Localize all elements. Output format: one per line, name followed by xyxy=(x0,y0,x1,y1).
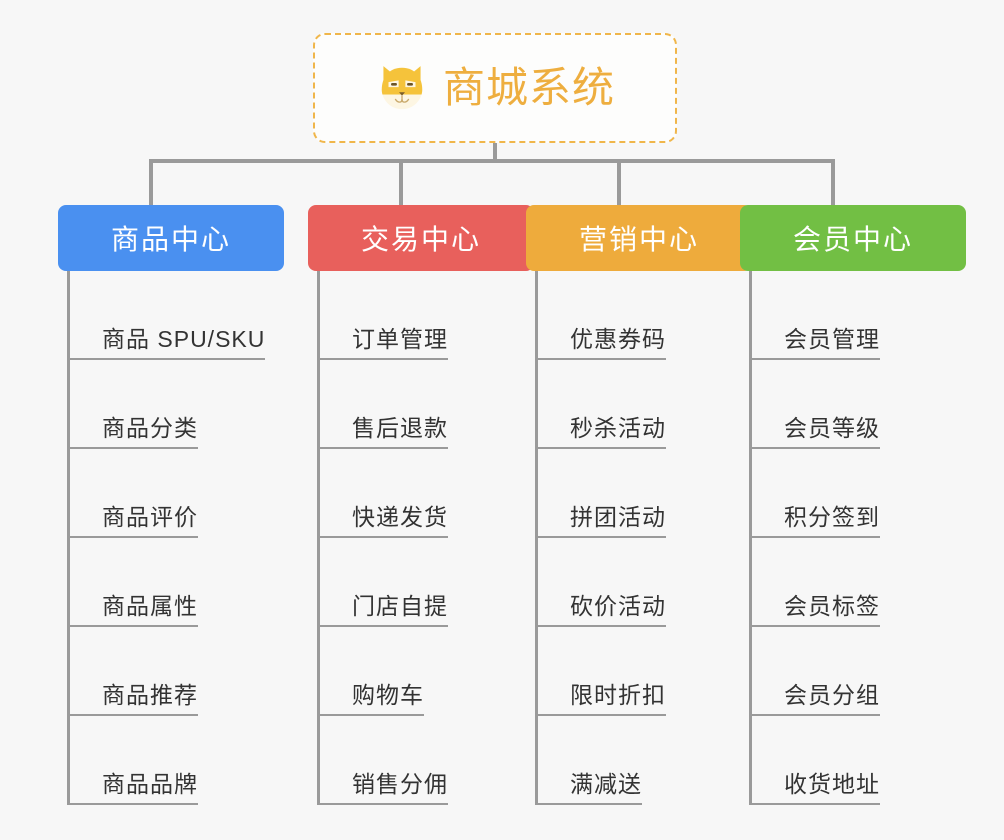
category-label: 会员中心 xyxy=(792,224,913,255)
connector-drop-3 xyxy=(617,159,621,207)
category-box-member-center[interactable]: 会员中心 xyxy=(740,205,966,271)
connector-drop-2 xyxy=(399,159,403,207)
leaf-item-label: 优惠券码 xyxy=(570,326,666,352)
leaf-item[interactable]: 商品推荐 xyxy=(67,627,284,716)
leaf-item[interactable]: 销售分佣 xyxy=(317,716,534,805)
leaf-item-underline xyxy=(749,536,880,538)
leaf-item[interactable]: 会员等级 xyxy=(749,360,966,449)
root-node[interactable]: 商城系统 xyxy=(313,33,677,143)
leaf-item-underline xyxy=(67,803,198,805)
leaf-item-underline xyxy=(67,358,265,360)
branch-column-2: 交易中心订单管理售后退款快递发货门店自提购物车销售分佣 xyxy=(308,205,534,805)
leaf-item-underline xyxy=(317,625,448,627)
category-box-product-center[interactable]: 商品中心 xyxy=(58,205,284,271)
leaf-item[interactable]: 会员标签 xyxy=(749,538,966,627)
leaf-item-label: 会员分组 xyxy=(784,682,880,708)
leaf-item-underline xyxy=(67,536,198,538)
leaf-item-underline xyxy=(67,447,198,449)
leaf-item-underline xyxy=(749,358,880,360)
leaf-item-underline xyxy=(535,358,666,360)
leaf-list-member-center: 会员管理会员等级积分签到会员标签会员分组收货地址 xyxy=(749,271,966,805)
leaf-item-label: 售后退款 xyxy=(352,415,448,441)
leaf-item[interactable]: 砍价活动 xyxy=(535,538,752,627)
branch-column-3: 营销中心优惠券码秒杀活动拼团活动砍价活动限时折扣满减送 xyxy=(526,205,752,805)
category-box-trade-center[interactable]: 交易中心 xyxy=(308,205,534,271)
branch-column-4: 会员中心会员管理会员等级积分签到会员标签会员分组收货地址 xyxy=(740,205,966,805)
leaf-item[interactable]: 拼团活动 xyxy=(535,449,752,538)
connector-drop-1 xyxy=(149,159,153,207)
leaf-item-label: 销售分佣 xyxy=(352,771,448,797)
leaf-item[interactable]: 会员分组 xyxy=(749,627,966,716)
leaf-item-label: 会员等级 xyxy=(784,415,880,441)
leaf-item[interactable]: 商品评价 xyxy=(67,449,284,538)
leaf-item-label: 商品分类 xyxy=(102,415,198,441)
leaf-item-underline xyxy=(749,625,880,627)
leaf-item-label: 订单管理 xyxy=(352,326,448,352)
leaf-item-label: 会员标签 xyxy=(784,593,880,619)
leaf-item-label: 门店自提 xyxy=(352,593,448,619)
root-title: 商城系统 xyxy=(442,64,615,111)
leaf-item[interactable]: 收货地址 xyxy=(749,716,966,805)
category-label: 交易中心 xyxy=(360,224,481,255)
connector-root-stem xyxy=(493,143,497,163)
leaf-item-underline xyxy=(535,714,666,716)
leaf-item-underline xyxy=(317,447,448,449)
leaf-item[interactable]: 商品 SPU/SKU xyxy=(67,271,284,360)
leaf-item-label: 商品评价 xyxy=(102,504,198,530)
category-box-marketing-center[interactable]: 营销中心 xyxy=(526,205,752,271)
leaf-item-underline xyxy=(317,536,448,538)
leaf-item[interactable]: 优惠券码 xyxy=(535,271,752,360)
leaf-item-label: 商品品牌 xyxy=(102,771,198,797)
leaf-item[interactable]: 积分签到 xyxy=(749,449,966,538)
leaf-item-label: 拼团活动 xyxy=(570,504,666,530)
leaf-item-label: 满减送 xyxy=(570,771,642,797)
leaf-item-label: 商品 SPU/SKU xyxy=(102,326,266,352)
leaf-item[interactable]: 满减送 xyxy=(535,716,752,805)
leaf-item-label: 收货地址 xyxy=(784,771,880,797)
category-label: 商品中心 xyxy=(110,224,231,255)
leaf-item[interactable]: 商品分类 xyxy=(67,360,284,449)
leaf-item[interactable]: 秒杀活动 xyxy=(535,360,752,449)
leaf-item-label: 商品属性 xyxy=(102,593,198,619)
connector-horizontal-bus xyxy=(149,159,835,163)
leaf-item-underline xyxy=(749,803,880,805)
category-label: 营销中心 xyxy=(578,224,699,255)
leaf-item-label: 商品推荐 xyxy=(102,682,198,708)
leaf-item-label: 砍价活动 xyxy=(570,593,666,619)
leaf-item[interactable]: 快递发货 xyxy=(317,449,534,538)
leaf-item[interactable]: 门店自提 xyxy=(317,538,534,627)
leaf-item[interactable]: 购物车 xyxy=(317,627,534,716)
leaf-item-label: 购物车 xyxy=(352,682,424,708)
leaf-item-underline xyxy=(317,358,448,360)
leaf-item-label: 会员管理 xyxy=(784,326,880,352)
leaf-item-label: 秒杀活动 xyxy=(570,415,666,441)
leaf-item-underline xyxy=(535,536,666,538)
branch-column-1: 商品中心商品 SPU/SKU 商品分类商品评价商品属性商品推荐商品品牌 xyxy=(58,205,284,805)
leaf-item[interactable]: 商品属性 xyxy=(67,538,284,627)
leaf-item[interactable]: 订单管理 xyxy=(317,271,534,360)
leaf-item-underline xyxy=(749,447,880,449)
leaf-item-label: 快递发货 xyxy=(352,504,448,530)
leaf-list-marketing-center: 优惠券码秒杀活动拼团活动砍价活动限时折扣满减送 xyxy=(535,271,752,805)
leaf-item-label: 积分签到 xyxy=(784,504,880,530)
leaf-item[interactable]: 限时折扣 xyxy=(535,627,752,716)
leaf-list-product-center: 商品 SPU/SKU 商品分类商品评价商品属性商品推荐商品品牌 xyxy=(67,271,284,805)
leaf-item[interactable]: 售后退款 xyxy=(317,360,534,449)
leaf-item-underline xyxy=(67,625,198,627)
leaf-item[interactable]: 商品品牌 xyxy=(67,716,284,805)
leaf-item-underline xyxy=(317,714,424,716)
connector-drop-4 xyxy=(831,159,835,207)
leaf-item-underline xyxy=(67,714,198,716)
leaf-item-label: 限时折扣 xyxy=(570,682,666,708)
leaf-item-underline xyxy=(535,625,666,627)
leaf-item-underline xyxy=(749,714,880,716)
leaf-list-trade-center: 订单管理售后退款快递发货门店自提购物车销售分佣 xyxy=(317,271,534,805)
leaf-item[interactable]: 会员管理 xyxy=(749,271,966,360)
leaf-item-underline xyxy=(535,803,642,805)
leaf-item-underline xyxy=(535,447,666,449)
shiba-dog-face-icon xyxy=(381,66,423,110)
leaf-item-underline xyxy=(317,803,448,805)
